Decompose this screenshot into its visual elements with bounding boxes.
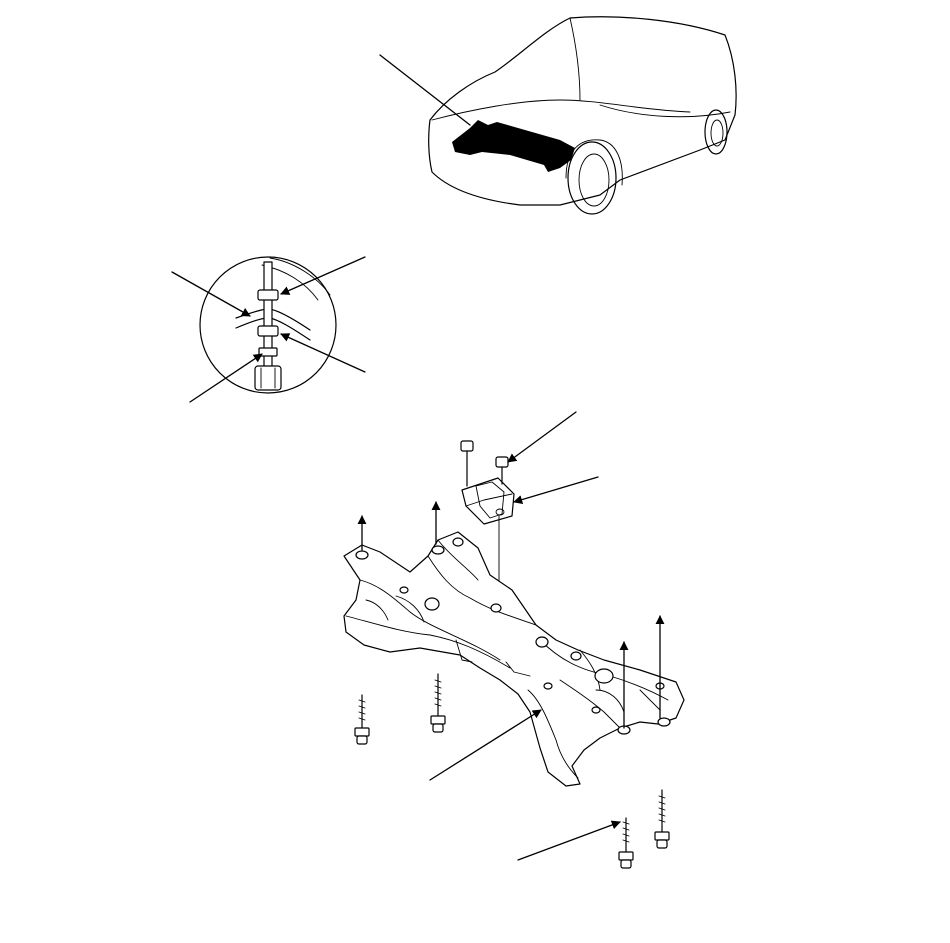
- bolt-icon: [460, 440, 474, 487]
- bushing-detail: [171, 256, 366, 403]
- callout-leader-7: [513, 476, 599, 505]
- mount-bracket-icon: [461, 477, 515, 673]
- callout-leader-8: [429, 709, 542, 781]
- callout-leader-5: [189, 353, 263, 403]
- front-wheel: [567, 141, 617, 215]
- bolt-icon: [654, 789, 670, 849]
- callout-leader-4: [280, 333, 366, 373]
- lower-collar: [257, 325, 279, 337]
- callout-leader-1: [379, 54, 471, 126]
- vehicle-outline-icon: [428, 16, 737, 206]
- subframe-body: [343, 531, 685, 787]
- detail-circle: [199, 256, 337, 394]
- callout-leader-6: [507, 411, 577, 463]
- bolt-icon: [430, 673, 446, 733]
- subframe-assembly: [343, 411, 685, 869]
- rear-wheel: [704, 109, 728, 155]
- callout-leader-9: [517, 820, 621, 861]
- bolt-head: [254, 365, 282, 391]
- upper-collar: [257, 289, 279, 301]
- stud: [263, 261, 273, 375]
- bolt-icon: [354, 694, 370, 745]
- bolt-icon: [618, 817, 634, 869]
- vehicle-locator: [379, 16, 737, 215]
- callout-leader-2: [171, 271, 251, 317]
- subframe-highlight-icon: [452, 120, 575, 172]
- callout-leader-3: [280, 256, 366, 295]
